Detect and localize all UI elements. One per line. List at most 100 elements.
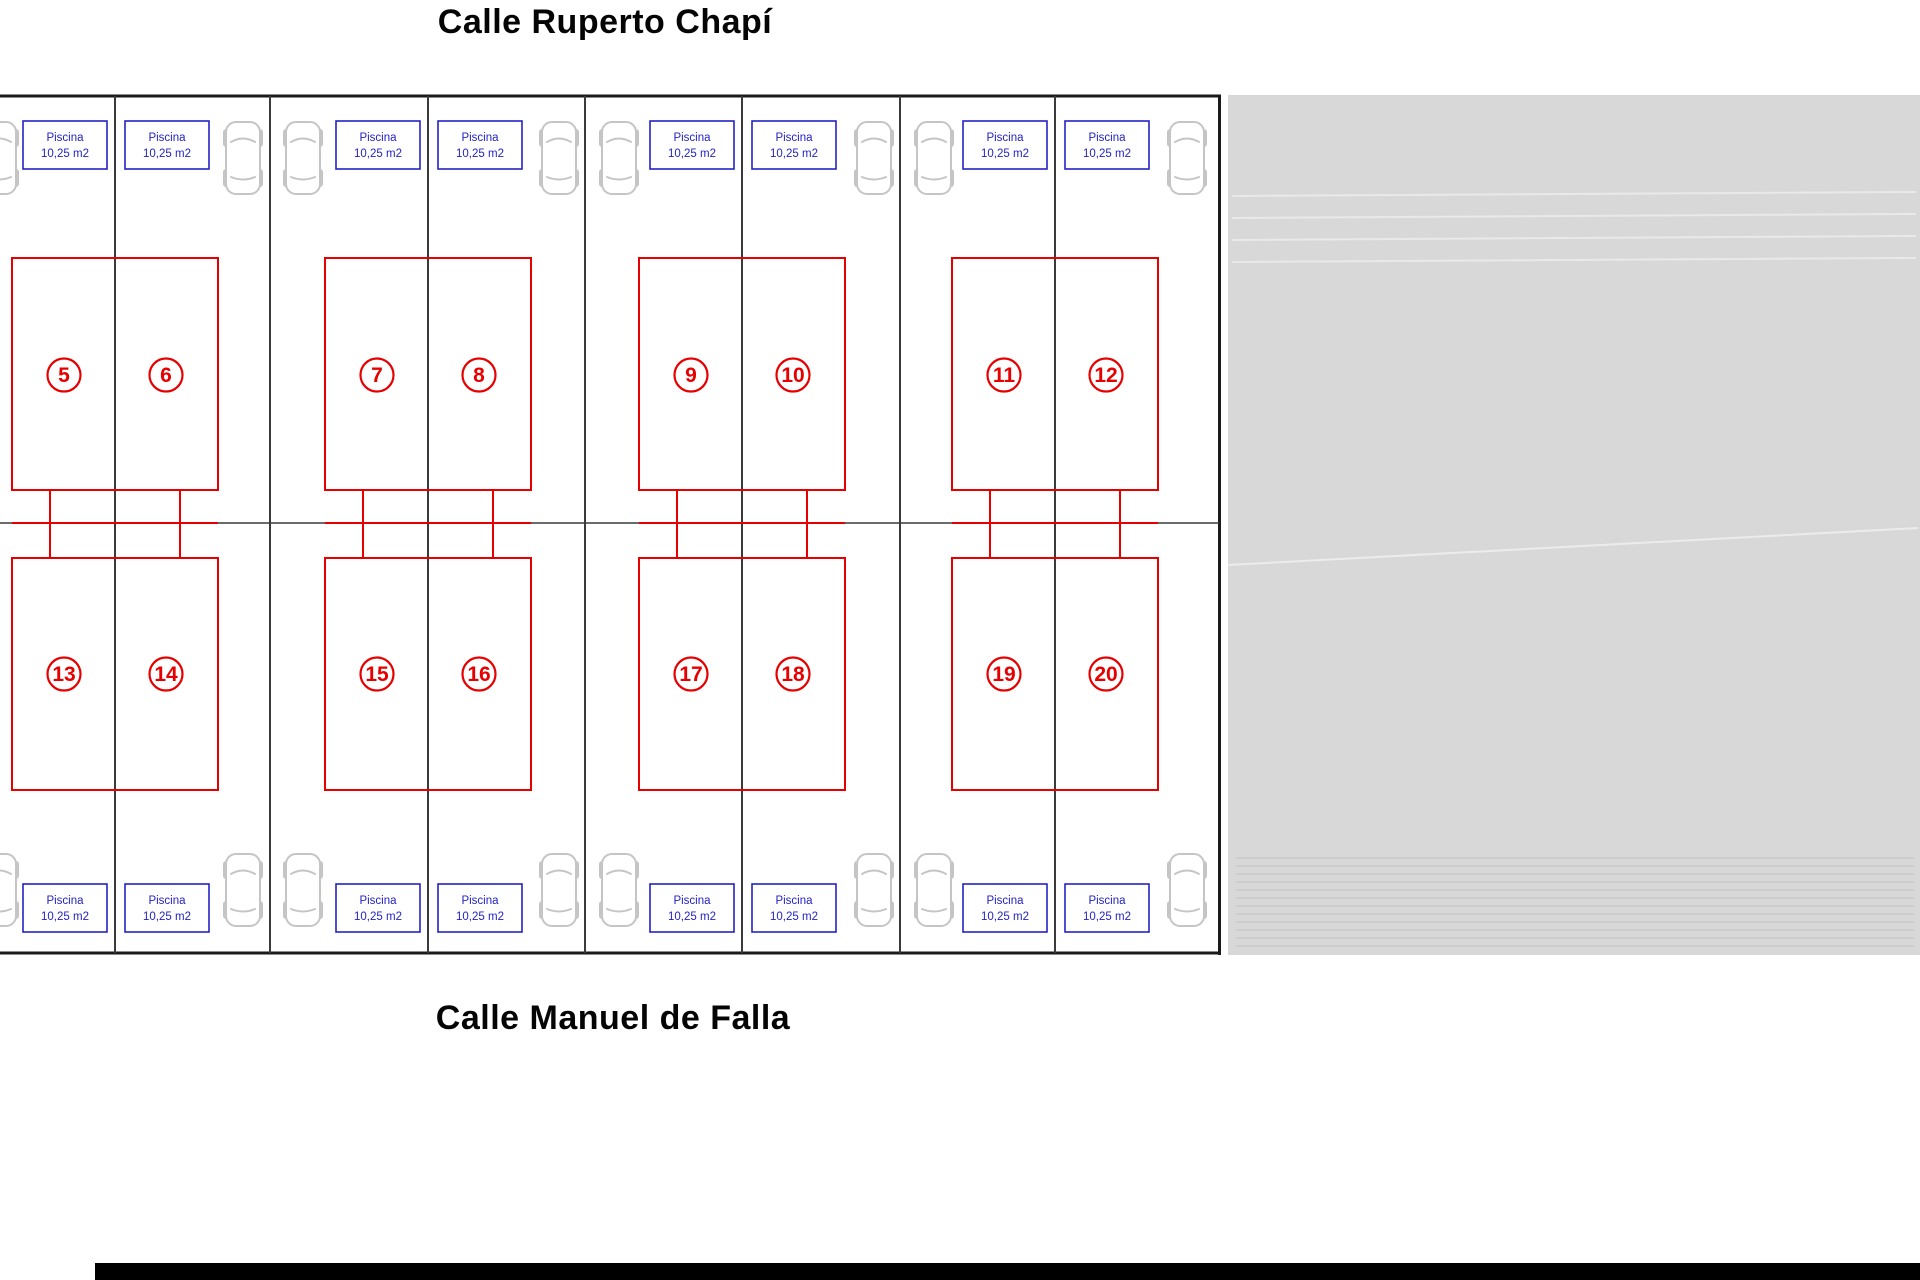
plot-number-label: 9 (685, 364, 697, 387)
car-icon (539, 853, 579, 927)
pool-box: Piscina 10,25 m2 (751, 120, 837, 170)
plot-number: 12 (1088, 357, 1124, 393)
pool-box: Piscina 10,25 m2 (124, 883, 210, 933)
plot-number-label: 19 (992, 663, 1015, 686)
street-label-top: Calle Ruperto Chapí (437, 3, 773, 41)
building-outline-bottom (951, 557, 1159, 791)
pool-label-line2: 10,25 m2 (354, 148, 402, 160)
pool-box: Piscina 10,25 m2 (649, 883, 735, 933)
plot-number: 7 (359, 357, 395, 393)
pool-box: Piscina 10,25 m2 (962, 883, 1048, 933)
pool-label-line1: Piscina (1088, 132, 1126, 144)
pool-label-line2: 10,25 m2 (981, 911, 1029, 923)
pool-label-line1: Piscina (359, 132, 397, 144)
pool-label-line1: Piscina (46, 132, 84, 144)
plot-number: 16 (461, 656, 497, 692)
footer-bar (95, 1263, 1920, 1280)
pool-box: Piscina 10,25 m2 (751, 883, 837, 933)
car-icon (599, 121, 639, 195)
car-icon (223, 121, 263, 195)
pool-label-line2: 10,25 m2 (1083, 911, 1131, 923)
car-icon (283, 121, 323, 195)
pool-label-line2: 10,25 m2 (981, 148, 1029, 160)
plot-number-label: 16 (467, 663, 490, 686)
car-icon (223, 853, 263, 927)
pool-label-line1: Piscina (461, 895, 499, 907)
pool-label-line2: 10,25 m2 (456, 911, 504, 923)
plot-number-label: 13 (52, 663, 75, 686)
pool-label-line2: 10,25 m2 (41, 148, 89, 160)
building-outline-top (11, 257, 219, 491)
pool-label-line2: 10,25 m2 (668, 911, 716, 923)
pool-label-line1: Piscina (1088, 895, 1126, 907)
car-icon (599, 853, 639, 927)
pool-label-line2: 10,25 m2 (770, 148, 818, 160)
pool-label-line2: 10,25 m2 (41, 911, 89, 923)
pool-box: Piscina 10,25 m2 (437, 883, 523, 933)
plot-number: 18 (775, 656, 811, 692)
plot-number-label: 5 (58, 364, 70, 387)
plot-number: 15 (359, 656, 395, 692)
pool-label-line1: Piscina (673, 895, 711, 907)
car-icon (914, 853, 954, 927)
pool-label-line1: Piscina (148, 895, 186, 907)
building-outline-bottom (638, 557, 846, 791)
car-icon (539, 121, 579, 195)
plot-number: 11 (986, 357, 1022, 393)
car-icon (1167, 121, 1207, 195)
pool-label-line2: 10,25 m2 (354, 911, 402, 923)
pool-box: Piscina 10,25 m2 (1064, 883, 1150, 933)
pool-label-line2: 10,25 m2 (143, 911, 191, 923)
pool-box: Piscina 10,25 m2 (22, 883, 108, 933)
pool-label-line2: 10,25 m2 (668, 148, 716, 160)
car-icon (0, 853, 19, 927)
gray-area-texture (1227, 191, 1919, 947)
building-outline-bottom (11, 557, 219, 791)
pool-box: Piscina 10,25 m2 (437, 120, 523, 170)
car-icon (854, 121, 894, 195)
plot-number-label: 10 (781, 364, 804, 387)
building-outline-top (324, 257, 532, 491)
car-icon (0, 121, 19, 195)
plot-number: 17 (673, 656, 709, 692)
plot-number: 13 (46, 656, 82, 692)
plot-number: 20 (1088, 656, 1124, 692)
plot-number-label: 6 (160, 364, 172, 387)
pool-label-line1: Piscina (775, 132, 813, 144)
plot-number: 10 (775, 357, 811, 393)
plot-number: 8 (461, 357, 497, 393)
pool-label-line1: Piscina (986, 132, 1024, 144)
pool-box: Piscina 10,25 m2 (124, 120, 210, 170)
pool-label-line2: 10,25 m2 (456, 148, 504, 160)
plot-number-label: 14 (154, 663, 178, 686)
plot-number-label: 15 (365, 663, 389, 686)
car-icon (283, 853, 323, 927)
pool-label-line1: Piscina (461, 132, 499, 144)
building-outline-bottom (324, 557, 532, 791)
pool-label-line1: Piscina (46, 895, 84, 907)
plot-number-label: 7 (371, 364, 383, 387)
pool-box: Piscina 10,25 m2 (962, 120, 1048, 170)
pool-label-line2: 10,25 m2 (1083, 148, 1131, 160)
pool-label-line2: 10,25 m2 (770, 911, 818, 923)
plot-number-label: 17 (679, 663, 702, 686)
plot-number-label: 18 (781, 663, 805, 686)
car-icon (854, 853, 894, 927)
building-outline-top (951, 257, 1159, 491)
vacant-area (1228, 95, 1920, 955)
car-icon (1167, 853, 1207, 927)
pool-label-line1: Piscina (148, 132, 186, 144)
pool-box: Piscina 10,25 m2 (1064, 120, 1150, 170)
building-outline-top (638, 257, 846, 491)
plot-number: 14 (148, 656, 184, 692)
plot-number: 5 (46, 357, 82, 393)
pool-label-line1: Piscina (775, 895, 813, 907)
pool-label-line1: Piscina (986, 895, 1024, 907)
pool-box: Piscina 10,25 m2 (335, 120, 421, 170)
plot-number: 6 (148, 357, 184, 393)
pool-label-line2: 10,25 m2 (143, 148, 191, 160)
plot-number-label: 11 (993, 364, 1016, 387)
